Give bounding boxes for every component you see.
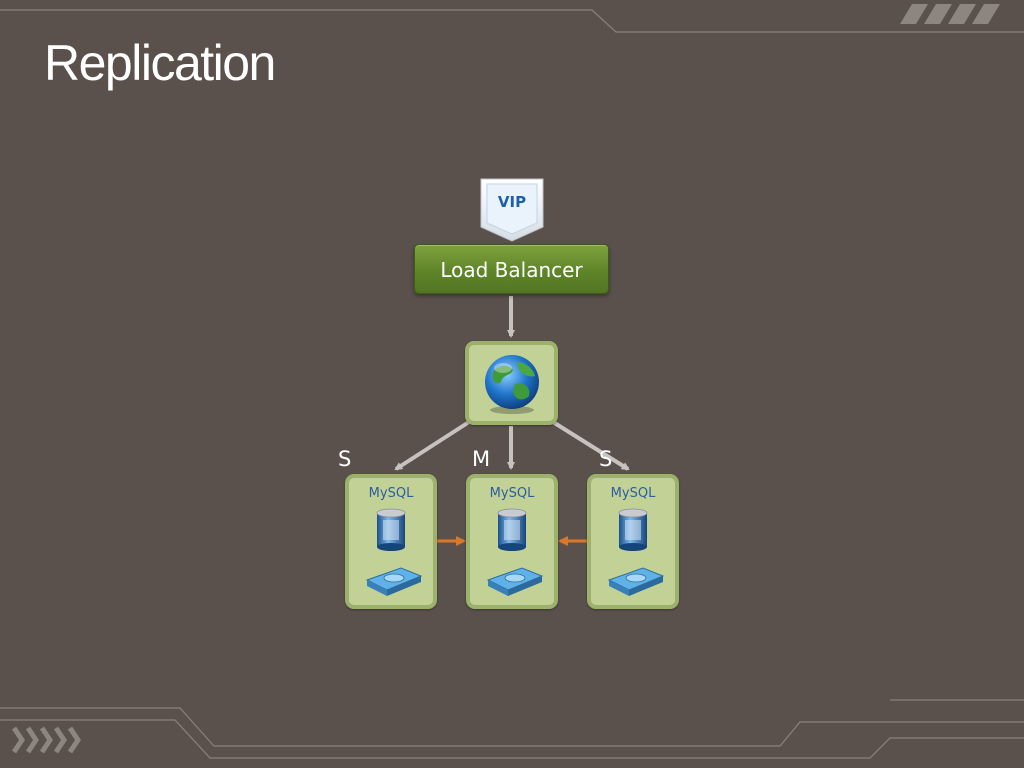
role-label-master: M [472,447,491,471]
stripes-decoration [900,4,1000,24]
slide-title: Replication [44,35,276,91]
vip-label: VIP [497,193,527,211]
hard-drive-icon [486,567,544,596]
mysql-server-master[interactable]: MySQL [466,474,558,609]
server-label: MySQL [489,486,535,501]
network-node[interactable] [465,341,558,425]
network-to-slave1-arrow [394,420,471,471]
hard-drive-icon [607,567,665,596]
database-cylinder-icon [376,508,406,551]
globe-icon [485,355,539,414]
chevrons-decoration [11,726,82,754]
role-label-slave-1: S [338,447,352,471]
role-label-slave-2: S [599,447,613,471]
database-cylinder-icon [497,508,527,551]
mysql-server-slave-2[interactable]: MySQL [587,474,679,609]
database-cylinder-icon [618,508,648,551]
network-to-slave2-arrow [551,420,630,471]
load-balancer-node[interactable]: Load Balancer [414,244,609,294]
server-label: MySQL [610,486,656,501]
mysql-server-slave-1[interactable]: MySQL [345,474,437,609]
vip-badge-icon [480,178,544,242]
hard-drive-icon [365,567,423,596]
server-label: MySQL [368,486,414,501]
